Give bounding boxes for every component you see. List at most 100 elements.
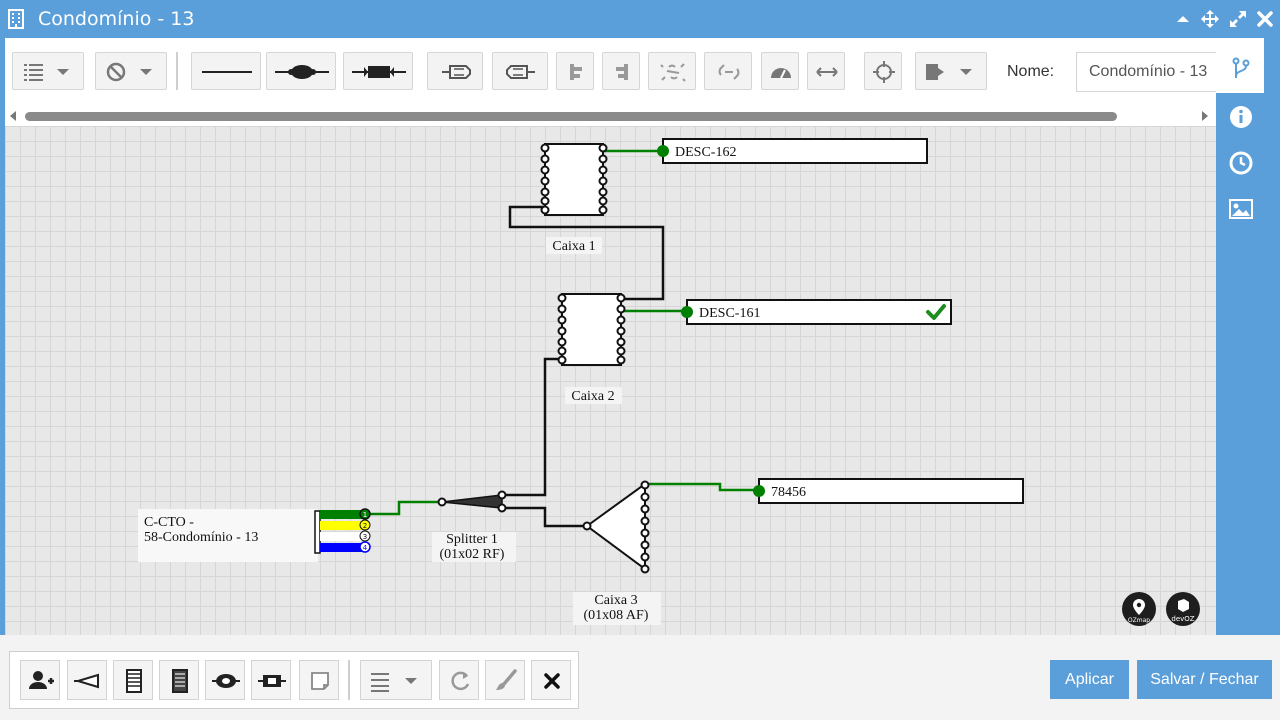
- cable-label-line1: C-CTO -: [144, 515, 194, 530]
- splitter-1[interactable]: [437, 490, 507, 513]
- check-icon: [926, 304, 946, 320]
- close-icon[interactable]: [1255, 9, 1275, 29]
- disable-dropdown-button[interactable]: [95, 52, 167, 90]
- add-splitter-button[interactable]: [67, 660, 107, 700]
- cable-label-line2: 58-Condomínio - 13: [144, 530, 258, 545]
- devoz-logo-text: devOZ: [1171, 615, 1194, 623]
- collapse-icon[interactable]: [1173, 9, 1193, 29]
- brush-icon: [496, 669, 517, 690]
- scrollbar-thumb[interactable]: [25, 112, 1117, 121]
- splitter-1-label: Splitter 1: [446, 532, 498, 547]
- ozmap-logo-text: OZmap: [1128, 617, 1150, 624]
- refresh-button[interactable]: [439, 660, 479, 700]
- cable-plain-button[interactable]: [191, 52, 261, 90]
- cable-label-bg: [138, 509, 318, 562]
- scroll-right-icon[interactable]: [1201, 111, 1209, 121]
- meter-button[interactable]: [761, 52, 799, 90]
- caixa-1[interactable]: [540, 143, 608, 216]
- ferrule-right-button[interactable]: [492, 52, 548, 90]
- caixa-2-label: Caixa 2: [571, 389, 614, 404]
- ferrule-left-button[interactable]: [427, 52, 483, 90]
- menu-icon: [371, 673, 417, 692]
- nome-input[interactable]: Condomínio - 13: [1076, 52, 1226, 92]
- save-close-button[interactable]: Salvar / Fechar: [1137, 660, 1272, 699]
- crosshair-icon: [873, 61, 895, 83]
- connection-line: [508, 205, 665, 301]
- user-plus-icon: [29, 671, 54, 689]
- desc-162[interactable]: DESC-162: [657, 138, 928, 164]
- scroll-left-icon[interactable]: [9, 111, 17, 121]
- cable-connector-button[interactable]: [343, 52, 413, 90]
- unlink-button[interactable]: [648, 52, 696, 90]
- fiber-line: [365, 500, 442, 516]
- center-button[interactable]: [864, 52, 902, 90]
- line-icon: [202, 71, 252, 73]
- ferrule-right-icon: [506, 65, 535, 79]
- ferrule-left-icon: [442, 65, 471, 79]
- cable-c-cto[interactable]: 1 2 3 4: [314, 508, 371, 554]
- bottom-separator: [348, 660, 350, 700]
- fiber-number: 2: [363, 522, 367, 530]
- align-right-button[interactable]: [602, 52, 640, 90]
- title-bar: Condomínio - 13: [0, 0, 1280, 38]
- maximize-icon[interactable]: [1228, 9, 1248, 29]
- align-left-button[interactable]: [556, 52, 594, 90]
- diagram-canvas[interactable]: Caixa 1 Caixa 2 Caixa 3 (0: [5, 126, 1216, 635]
- add-client-button[interactable]: [20, 660, 60, 700]
- list-dropdown-button[interactable]: [12, 52, 84, 90]
- delete-button[interactable]: [531, 660, 571, 700]
- tab-branch[interactable]: [1216, 38, 1264, 93]
- paint-button[interactable]: [485, 660, 525, 700]
- fiber-number: 1: [363, 511, 367, 519]
- connector-icon: [352, 66, 406, 78]
- branch-icon: [1232, 57, 1250, 78]
- add-box-button[interactable]: [113, 660, 153, 700]
- info-icon[interactable]: [1228, 104, 1254, 130]
- right-sidebar: [1216, 38, 1280, 635]
- apply-button[interactable]: Aplicar: [1050, 660, 1129, 699]
- stretch-button[interactable]: [807, 52, 845, 90]
- caixa-3-sublabel: (01x08 AF): [584, 608, 649, 623]
- connection-line: [502, 357, 562, 497]
- desc-78456-text: 78456: [771, 485, 806, 500]
- unlink-icon: [660, 63, 686, 82]
- horizontal-scrollbar[interactable]: [5, 108, 1216, 124]
- add-note-button[interactable]: [299, 660, 339, 700]
- layout-dropdown-button[interactable]: [360, 660, 432, 700]
- desc-161[interactable]: DESC-161: [681, 299, 952, 325]
- note-icon: [311, 672, 329, 690]
- add-splice-button[interactable]: [205, 660, 245, 700]
- ban-icon: [106, 62, 152, 82]
- add-connector-button[interactable]: [251, 660, 291, 700]
- cable-splice-button[interactable]: [266, 52, 336, 90]
- splitter-1-sublabel: (01x02 RF): [440, 547, 505, 562]
- nome-label: Nome:: [1007, 63, 1055, 80]
- relink-button[interactable]: [704, 52, 752, 90]
- refresh-icon: [451, 671, 470, 691]
- connection-line: [502, 506, 587, 528]
- box-icon: [126, 669, 142, 693]
- clock-icon[interactable]: [1228, 150, 1254, 176]
- toolbar-separator: [176, 52, 178, 90]
- devoz-logo: devOZ: [1166, 592, 1200, 626]
- caixa-2[interactable]: [557, 293, 626, 366]
- image-icon[interactable]: [1228, 196, 1254, 222]
- splice-icon: [275, 65, 329, 79]
- editor-panel: Nome: Condomínio - 13: [5, 38, 1226, 635]
- connector-icon: [258, 675, 286, 687]
- desc-162-text: DESC-162: [675, 145, 736, 160]
- desc-78456[interactable]: 78456: [753, 478, 1024, 504]
- caixa-1-label: Caixa 1: [552, 239, 595, 254]
- export-dropdown-button[interactable]: [915, 52, 987, 90]
- toolbar: Nome: Condomínio - 13: [5, 38, 1226, 106]
- fiber-line: [645, 482, 759, 492]
- add-dio-button[interactable]: [159, 660, 199, 700]
- splitter-icon: [74, 673, 99, 689]
- fiber-number: 4: [363, 544, 368, 552]
- move-icon[interactable]: [1200, 9, 1220, 29]
- caixa-3[interactable]: [582, 480, 650, 574]
- export-icon: [926, 64, 972, 80]
- align-right-icon: [616, 64, 628, 80]
- splice-icon: [212, 674, 240, 688]
- bottom-bar: Aplicar Salvar / Fechar: [0, 635, 1280, 720]
